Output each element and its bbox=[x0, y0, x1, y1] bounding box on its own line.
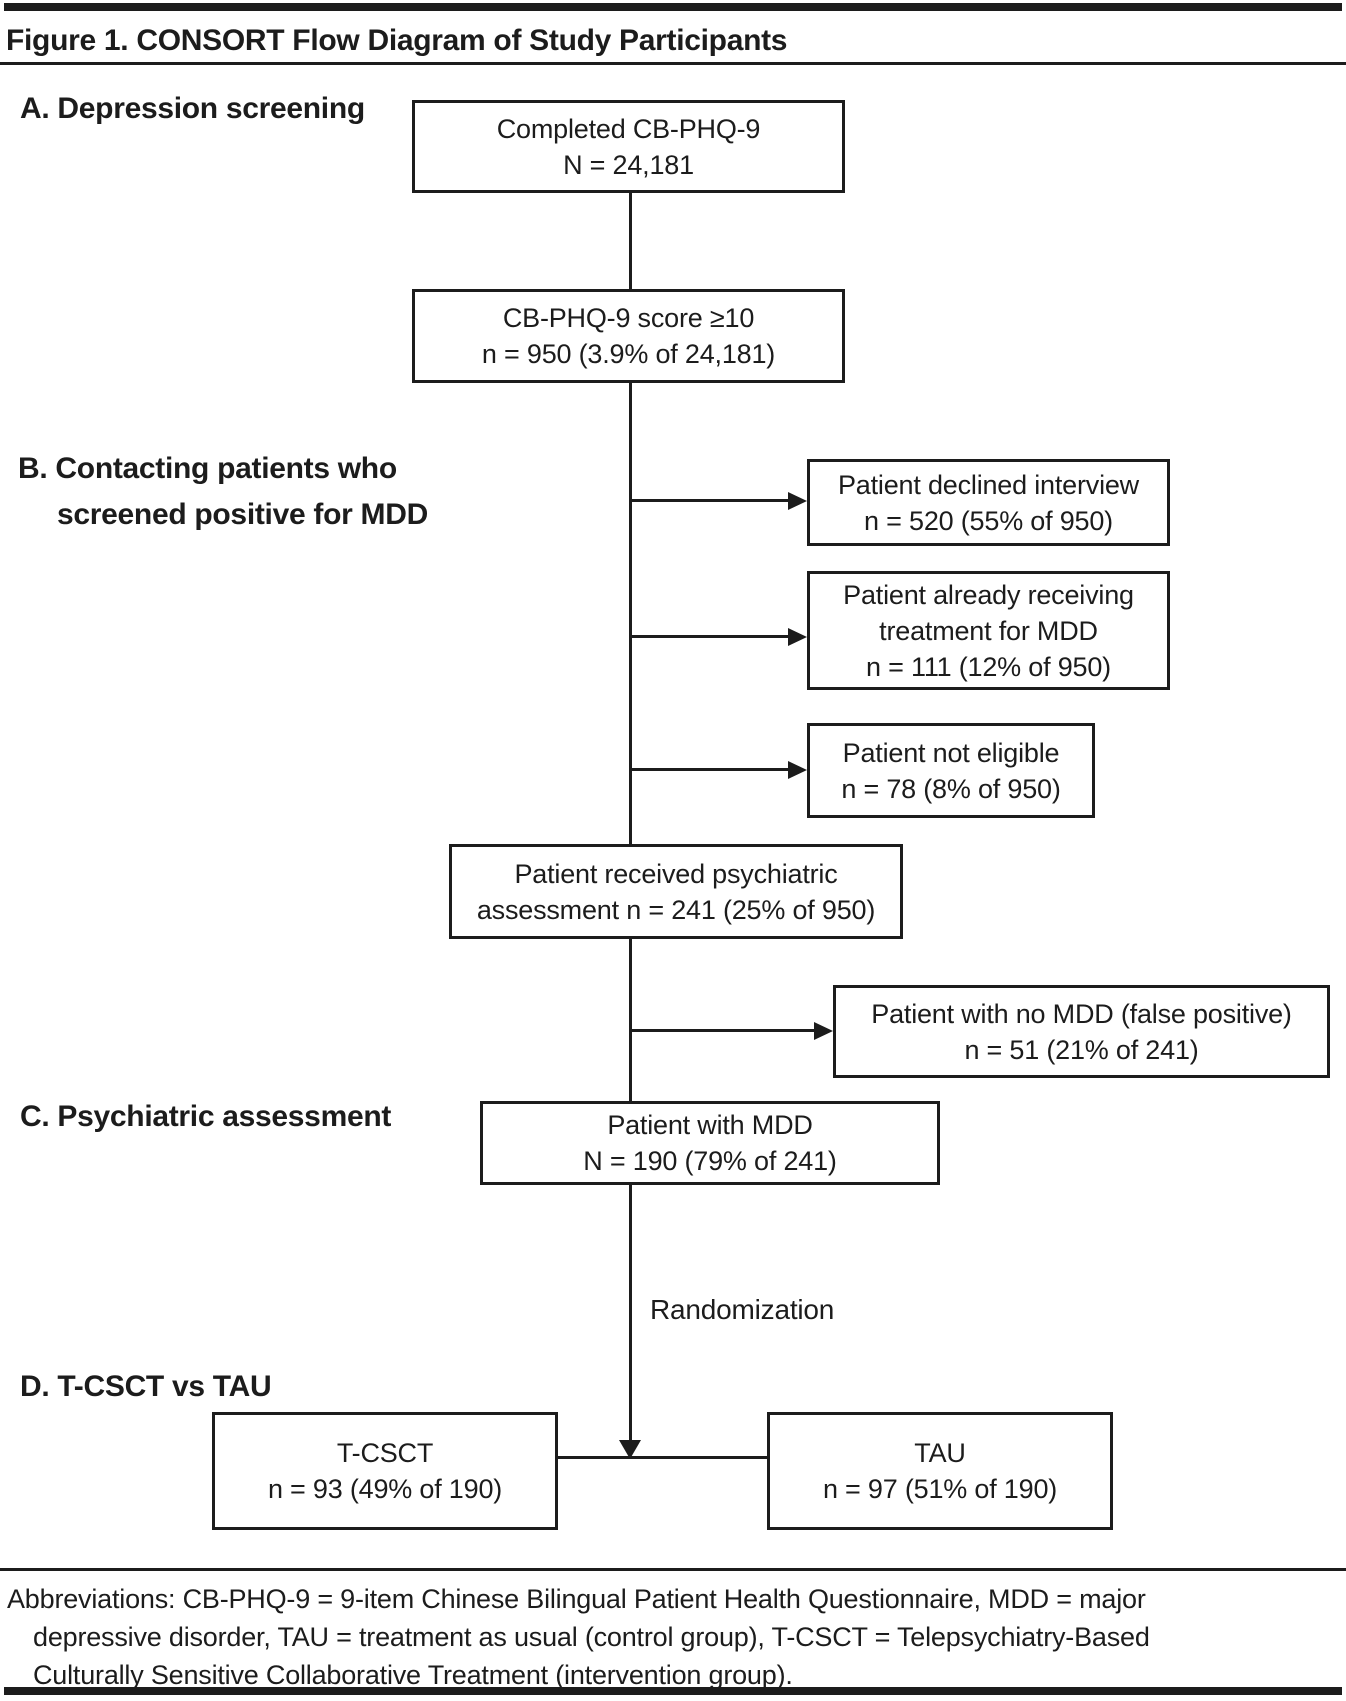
flow-line-randomization bbox=[629, 1185, 632, 1443]
section-d-heading: D. T-CSCT vs TAU bbox=[20, 1370, 272, 1403]
box-phq9-score-line1: CB-PHQ-9 score ≥10 bbox=[502, 303, 755, 333]
box-phq9-score-count: n = 950 (3.9% of 24,181) bbox=[481, 339, 776, 369]
box-tcsct-title: T-CSCT bbox=[336, 1438, 434, 1468]
box-declined-interview-count: n = 520 (55% of 950) bbox=[864, 505, 1113, 536]
branch-arrowhead-not-eligible bbox=[788, 761, 807, 779]
abbreviations-line2: depressive disorder, TAU = treatment as … bbox=[33, 1622, 1150, 1652]
box-completed-phq9-line1: Completed CB-PHQ-9 bbox=[496, 113, 761, 144]
footer-divider-rule bbox=[0, 1568, 1346, 1571]
randomization-arrowhead bbox=[619, 1440, 641, 1459]
section-c-heading: C. Psychiatric assessment bbox=[20, 1100, 392, 1133]
section-a-heading: A. Depression screening bbox=[20, 92, 365, 125]
top-border-bar bbox=[4, 3, 1342, 11]
branch-arrowhead-already-treatment bbox=[788, 628, 807, 646]
box-already-treatment: Patient already receiving treatment for … bbox=[807, 571, 1170, 690]
flow-line-assessment bbox=[629, 939, 632, 1101]
box-tau: TAU n = 97 (51% of 190) bbox=[767, 1412, 1113, 1530]
box-not-eligible-line1: Patient not eligible bbox=[842, 737, 1060, 768]
box-already-treatment-count: n = 111 (12% of 950) bbox=[866, 651, 1111, 682]
box-not-eligible: Patient not eligible n = 78 (8% of 950) bbox=[807, 723, 1095, 818]
section-b-heading-line2: screened positive for MDD bbox=[57, 498, 428, 531]
box-false-positive: Patient with no MDD (false positive) n =… bbox=[833, 985, 1330, 1078]
box-already-treatment-line2: treatment for MDD bbox=[879, 615, 1098, 646]
box-completed-phq9-count: N = 24,181 bbox=[563, 149, 694, 180]
branch-line-declined bbox=[630, 499, 789, 502]
flow-line-screening bbox=[629, 193, 632, 289]
box-already-treatment-line1: Patient already receiving bbox=[843, 579, 1134, 610]
branch-line-already-treatment bbox=[630, 635, 789, 638]
branch-line-not-eligible bbox=[630, 768, 789, 771]
box-patient-mdd-count: N = 190 (79% of 241) bbox=[583, 1146, 837, 1176]
section-b-heading: B. Contacting patients who screened posi… bbox=[18, 446, 428, 538]
box-patient-mdd: Patient with MDD N = 190 (79% of 241) bbox=[480, 1101, 940, 1185]
figure-title: Figure 1. CONSORT Flow Diagram of Study … bbox=[6, 24, 788, 57]
box-tau-title: TAU bbox=[914, 1438, 966, 1468]
box-tcsct-count: n = 93 (49% of 190) bbox=[267, 1474, 503, 1504]
box-declined-interview-line1: Patient declined interview bbox=[838, 469, 1139, 500]
branch-arrowhead-false-positive bbox=[814, 1022, 833, 1040]
randomization-label: Randomization bbox=[650, 1294, 835, 1325]
box-patient-mdd-line1: Patient with MDD bbox=[607, 1110, 813, 1140]
branch-line-false-positive bbox=[630, 1029, 815, 1032]
box-false-positive-line1: Patient with no MDD (false positive) bbox=[871, 998, 1292, 1029]
section-b-heading-line1: B. Contacting patients who bbox=[18, 452, 397, 485]
abbreviations-note: Abbreviations: CB-PHQ-9 = 9-item Chinese… bbox=[7, 1580, 1150, 1694]
title-divider-rule bbox=[0, 62, 1346, 65]
box-received-assessment-count: assessment n = 241 (25% of 950) bbox=[476, 894, 876, 925]
abbreviations-line1: Abbreviations: CB-PHQ-9 = 9-item Chinese… bbox=[7, 1584, 1146, 1614]
box-tcsct: T-CSCT n = 93 (49% of 190) bbox=[212, 1412, 558, 1530]
box-not-eligible-count: n = 78 (8% of 950) bbox=[841, 773, 1061, 804]
abbreviations-line3: Culturally Sensitive Collaborative Treat… bbox=[33, 1660, 793, 1690]
flow-line-contacting bbox=[629, 383, 632, 844]
box-declined-interview: Patient declined interview n = 520 (55% … bbox=[807, 459, 1170, 546]
allocation-connector-line bbox=[558, 1456, 767, 1459]
bottom-border-bar bbox=[4, 1687, 1342, 1695]
box-phq9-score: CB-PHQ-9 score ≥10 n = 950 (3.9% of 24,1… bbox=[412, 289, 845, 383]
box-tau-count: n = 97 (51% of 190) bbox=[822, 1474, 1058, 1504]
box-received-assessment: Patient received psychiatric assessment … bbox=[449, 844, 903, 939]
box-received-assessment-line1: Patient received psychiatric bbox=[514, 858, 838, 889]
box-false-positive-count: n = 51 (21% of 241) bbox=[964, 1034, 1199, 1065]
branch-arrowhead-declined bbox=[788, 492, 807, 510]
box-completed-phq9: Completed CB-PHQ-9 N = 24,181 bbox=[412, 100, 845, 193]
